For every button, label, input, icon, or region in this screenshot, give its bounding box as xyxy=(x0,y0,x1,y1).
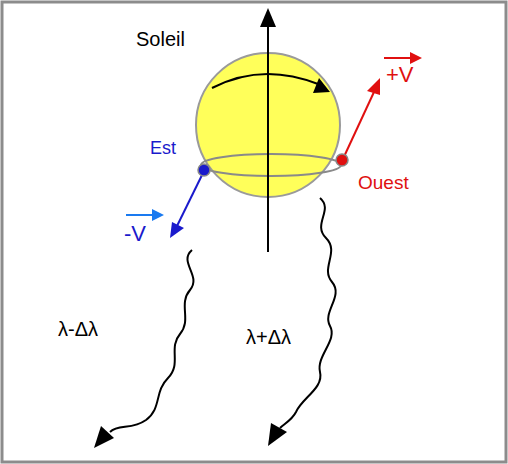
velocity-head xyxy=(367,78,380,95)
axis-head xyxy=(260,8,276,27)
velocity-arrow xyxy=(342,92,374,161)
axis-label: Soleil xyxy=(136,28,185,51)
velocity-label: -V xyxy=(124,221,146,246)
vector-mark xyxy=(126,214,154,216)
west-point xyxy=(336,154,348,166)
velocity-head xyxy=(170,222,184,238)
rotation-arrow xyxy=(212,74,318,88)
wave-head xyxy=(94,426,114,448)
rotation-axis xyxy=(267,24,269,252)
equator xyxy=(201,154,341,176)
wavelength-label: λ-Δλ xyxy=(58,318,98,341)
velocity-arrow xyxy=(177,171,204,226)
vector-mark xyxy=(384,57,412,59)
light-wave xyxy=(280,198,336,428)
velocity-label: +V xyxy=(386,62,414,87)
light-wave xyxy=(110,250,193,432)
side-label: Ouest xyxy=(358,172,409,194)
vector-head xyxy=(152,209,164,221)
rotation-head xyxy=(313,78,330,93)
east-point xyxy=(198,164,210,176)
wavelength-label: λ+Δλ xyxy=(246,326,291,349)
side-label: Est xyxy=(150,138,176,159)
wave-head xyxy=(268,423,287,446)
